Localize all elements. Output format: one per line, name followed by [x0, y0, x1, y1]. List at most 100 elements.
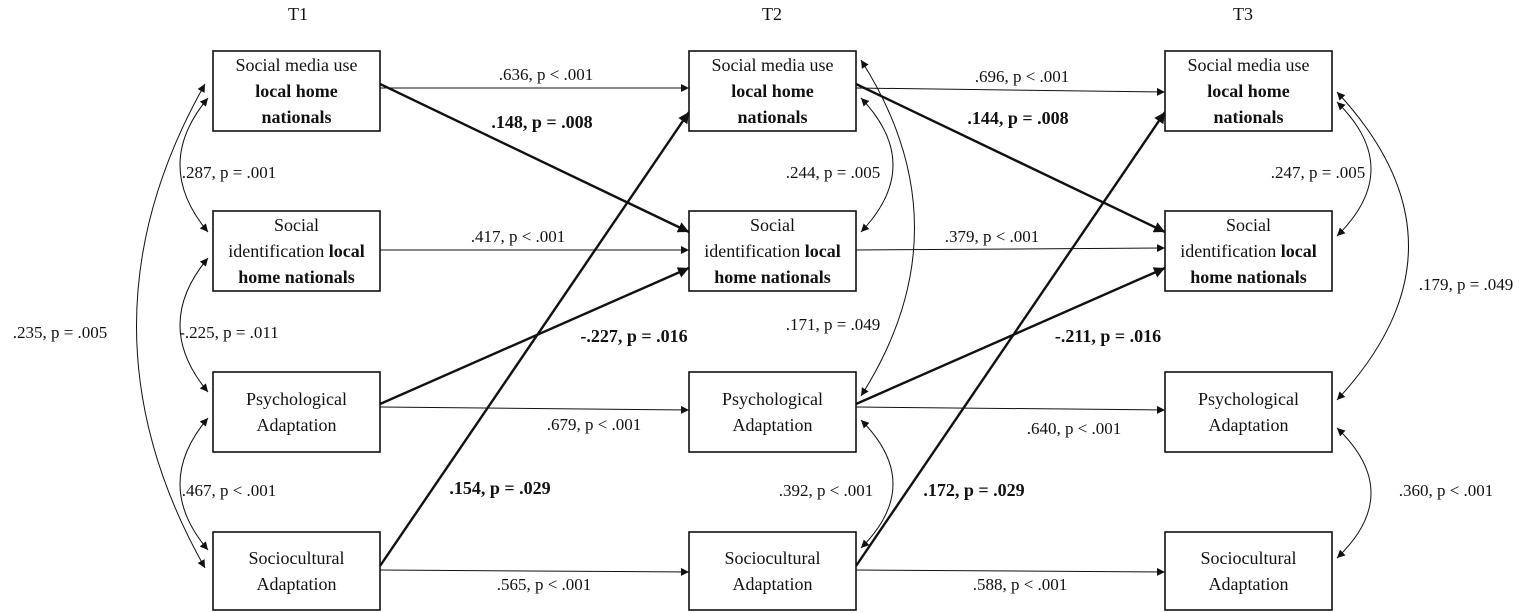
node-label-line: identification local: [704, 241, 840, 261]
cov-t2-psy-soc: [860, 419, 894, 549]
cov-t3-smu-psy: [1336, 91, 1409, 401]
node-smu-t3: Social media use local home nationals: [1164, 50, 1333, 132]
node-label-line: Social media use: [1188, 55, 1310, 75]
cov-t3-psy-soc: [1336, 427, 1372, 559]
node-label-line: local home: [255, 81, 338, 101]
label-psy-t2-t3: .640, p < .001: [1027, 419, 1122, 438]
node-label-line: nationals: [261, 107, 331, 127]
node-label-line: Adaptation: [1209, 415, 1289, 435]
path-psy-sid-t2-t3: [855, 266, 1166, 406]
node-label-line: Psychological: [246, 389, 347, 409]
cov-t2-smu-psy: [860, 59, 915, 397]
cov-t2-smu-sid: [860, 97, 894, 233]
label-cov-t1-smu-soc: .235, p = .005: [13, 323, 108, 342]
node-label-line: identification local: [228, 241, 364, 261]
label-cov-t1-psy-soc: .467, p < .001: [182, 481, 277, 500]
node-label-line: Social: [274, 215, 319, 235]
node-label-line: Social media use: [236, 55, 358, 75]
node-label-line: Adaptation: [257, 574, 337, 594]
node-box: [212, 371, 381, 453]
label-smu-t2-t3: .696, p < .001: [975, 67, 1070, 86]
node-label-line: Social media use: [712, 55, 834, 75]
label-cov-t3-smu-psy: .179, p = .049: [1419, 275, 1514, 294]
path-smu-t2-t3: [855, 87, 1166, 96]
label-soc-smu-t2-t3: .172, p = .029: [923, 480, 1024, 500]
node-label-line: nationals: [737, 107, 807, 127]
cov-t1-smu-sid: [179, 97, 209, 233]
node-label-line: Psychological: [722, 389, 823, 409]
node-label-line: Social: [750, 215, 795, 235]
node-label-line: nationals: [1213, 107, 1283, 127]
label-psy-sid-t2-t3: -.211, p = .016: [1055, 326, 1161, 346]
path-sid-t2-t3: [855, 244, 1166, 253]
node-box: [1164, 50, 1333, 132]
node-label-line: Social: [1226, 215, 1271, 235]
node-box: [212, 210, 381, 292]
node-label-line: Adaptation: [257, 415, 337, 435]
label-sid-t2-t3: .379, p < .001: [945, 227, 1040, 246]
path-psy-sid-t1-t2: [379, 266, 690, 406]
node-label-line: identification local: [1180, 241, 1316, 261]
path-psy-t2-t3: [855, 405, 1166, 414]
label-soc-smu-t1-t2: .154, p = .029: [449, 478, 550, 498]
node-label-line: Adaptation: [1209, 574, 1289, 594]
label-psy-sid-t1-t2: -.227, p = .016: [580, 326, 687, 346]
node-smu-t2: Social media use local home nationals: [688, 50, 857, 132]
label-cov-t2-smu-sid: .244, p = .005: [786, 163, 881, 182]
label-smu-sid-t2-t3: .144, p = .008: [967, 108, 1068, 128]
node-label-line: local home: [1207, 81, 1290, 101]
path-soc-t1-t2: [379, 567, 690, 576]
label-soc-t1-t2: .565, p < .001: [497, 575, 592, 594]
node-box: [688, 50, 857, 132]
path-soc-smu-t2-t3: [855, 111, 1166, 567]
node-label-line: Psychological: [1198, 389, 1299, 409]
cov-t1-psy-soc: [179, 417, 209, 551]
node-label-line: Adaptation: [733, 574, 813, 594]
time-label-t1: T1: [288, 4, 308, 24]
label-smu-sid-t1-t2: .148, p = .008: [491, 112, 592, 132]
time-label-t3: T3: [1233, 4, 1253, 24]
path-soc-smu-t1-t2: [379, 111, 690, 567]
node-box: [1164, 531, 1333, 611]
node-box: [688, 531, 857, 611]
node-sid-t1: Social identification local home nationals: [212, 210, 381, 292]
label-sid-t1-t2: .417, p < .001: [471, 227, 566, 246]
node-label-line: local home: [731, 81, 814, 101]
node-box: [212, 50, 381, 132]
path-smu-sid-t2-t3: [855, 82, 1166, 234]
node-label-line: Sociocultural: [249, 548, 345, 568]
node-box: [212, 531, 381, 611]
node-label-line: Sociocultural: [725, 548, 821, 568]
node-box: [688, 371, 857, 453]
label-cov-t2-smu-psy: .171, p = .049: [786, 315, 881, 334]
node-box: [688, 210, 857, 292]
time-label-t2: T2: [762, 4, 782, 24]
cov-t3-smu-sid: [1336, 101, 1372, 237]
label-cov-t3-psy-soc: .360, p < .001: [1399, 481, 1494, 500]
label-cov-t1-sid-psy: -.225, p = .011: [179, 323, 279, 342]
cov-t1-smu-soc: [136, 83, 206, 569]
node-label-line: home nationals: [238, 267, 355, 287]
node-smu-t1: Social media use local home nationals: [212, 50, 381, 132]
label-cov-t3-smu-sid: .247, p = .005: [1271, 163, 1366, 182]
path-smu-sid-t1-t2: [379, 82, 690, 234]
cov-t1-sid-psy: [179, 257, 209, 393]
node-box: [1164, 210, 1333, 292]
label-cov-t2-psy-soc: .392, p < .001: [779, 481, 874, 500]
path-soc-t2-t3: [855, 567, 1166, 576]
node-label-line: home nationals: [714, 267, 831, 287]
label-psy-t1-t2: .679, p < .001: [547, 415, 642, 434]
node-sid-t3: Social identification local home nationals: [1164, 210, 1333, 292]
node-label-line: home nationals: [1190, 267, 1307, 287]
node-label-line: Adaptation: [733, 415, 813, 435]
path-psy-t1-t2: [379, 405, 690, 414]
label-cov-t1-smu-sid: .287, p = .001: [182, 163, 277, 182]
label-smu-t1-t2: .636, p < .001: [499, 65, 594, 84]
